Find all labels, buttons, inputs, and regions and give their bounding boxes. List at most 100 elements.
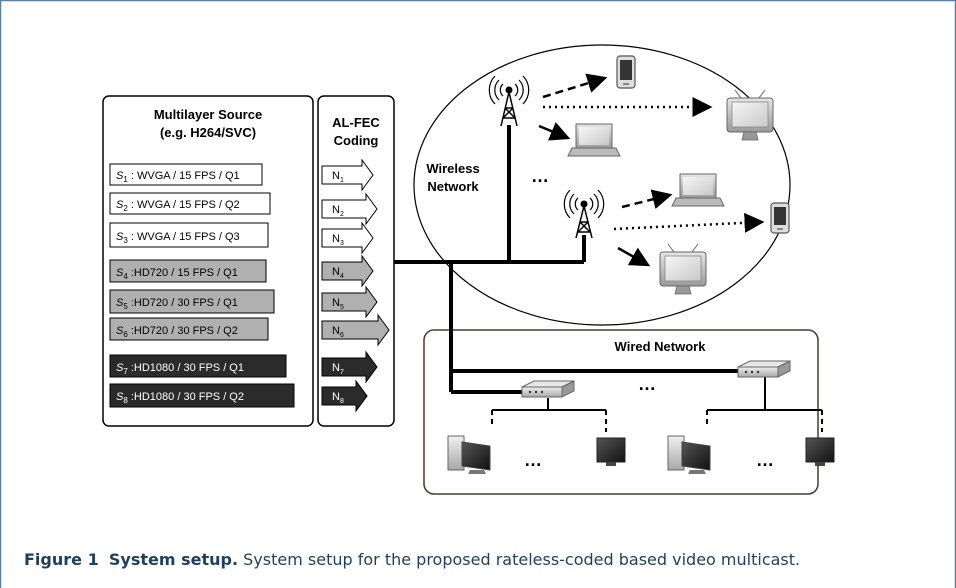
- layer-description: WVGA / 15 FPS / Q3: [137, 231, 240, 243]
- wired-ellipsis-routers: …: [638, 374, 656, 394]
- svg-text:N4: N4: [332, 266, 344, 280]
- layer-subscript: 4: [123, 272, 128, 281]
- layer-separator: :: [128, 231, 137, 243]
- wired-label: Wired Network: [615, 339, 707, 354]
- wired-tree-lines: [492, 377, 822, 411]
- source-layer: S6 :HD720 / 30 FPS / Q2: [109, 317, 269, 341]
- layer-description: HD720 / 15 FPS / Q1: [134, 267, 238, 279]
- arrow-name: N: [332, 266, 340, 278]
- flat-monitor-icon: [805, 437, 835, 466]
- fec-arrow: N2: [321, 192, 378, 226]
- layer-description: HD720 / 30 FPS / Q1: [134, 297, 238, 309]
- caption-text: System setup for the proposed rateless-c…: [243, 550, 801, 569]
- smartphone-icon: [616, 55, 636, 89]
- television-icon: [659, 243, 707, 295]
- caption-label: Figure 1: [24, 550, 99, 569]
- layer-separator: :: [128, 362, 134, 374]
- desktop-pc-icon: [447, 435, 491, 474]
- arrow-name: N: [332, 170, 340, 182]
- source-layer: S8 :HD1080 / 30 FPS / Q2: [109, 383, 295, 408]
- arrow-subscript: 7: [340, 369, 344, 376]
- source-layer: S2 : WVGA / 15 FPS / Q2: [109, 192, 271, 215]
- fec-arrow: N6: [321, 313, 390, 347]
- layer-name: S: [116, 267, 124, 279]
- layer-description: WVGA / 15 FPS / Q2: [137, 199, 240, 211]
- layer-description: HD1080 / 30 FPS / Q2: [134, 391, 244, 403]
- fec-arrow: N1: [321, 158, 374, 192]
- fec-arrows: N1 N2 N3 N4 N5 N6: [321, 158, 390, 413]
- caption-title: System setup.: [108, 550, 239, 569]
- source-layer: S3 : WVGA / 15 FPS / Q3: [109, 222, 269, 248]
- arrow-name: N: [332, 233, 340, 245]
- layer-subscript: 7: [123, 367, 128, 376]
- svg-text:S3 : WVGA / 15 FPS / Q3: S3 : WVGA / 15 FPS / Q3: [116, 231, 240, 245]
- layer-subscript: 5: [123, 302, 128, 311]
- layer-name: S: [116, 199, 124, 211]
- svg-text:N1: N1: [332, 170, 344, 184]
- svg-text:N2: N2: [332, 204, 344, 218]
- arrow-subscript: 1: [340, 177, 344, 184]
- arrow-name: N: [332, 325, 340, 337]
- antenna-icon: [563, 189, 605, 239]
- svg-text:S4 :HD720 / 15 FPS / Q1: S4 :HD720 / 15 FPS / Q1: [116, 267, 238, 281]
- wired-dashed-lines: [491, 410, 823, 432]
- smartphone-icon: [770, 202, 790, 234]
- svg-text:N8: N8: [332, 391, 344, 405]
- svg-text:N5: N5: [332, 297, 344, 311]
- laptop-icon: [671, 173, 725, 207]
- layer-separator: :: [128, 391, 134, 403]
- svg-text:N6: N6: [332, 325, 344, 339]
- arrow-subscript: 5: [340, 304, 344, 311]
- layer-subscript: 3: [123, 236, 128, 245]
- layer-subscript: 8: [123, 396, 128, 405]
- figure-caption: Figure 1 System setup. System setup for …: [24, 550, 800, 569]
- router-icon: [737, 360, 791, 378]
- source-layer: S7 :HD1080 / 30 FPS / Q1: [109, 354, 287, 378]
- source-title-line2: (e.g. H264/SVC): [160, 125, 256, 140]
- layer-description: WVGA / 15 FPS / Q1: [137, 170, 240, 182]
- layer-name: S: [116, 297, 124, 309]
- layer-description: HD720 / 30 FPS / Q2: [134, 325, 238, 337]
- arrow-name: N: [332, 391, 340, 403]
- wireless-label-line1: Wireless: [426, 161, 479, 176]
- desktop-pc-icon: [667, 435, 711, 474]
- fec-arrow: N8: [321, 379, 368, 413]
- layer-subscript: 1: [123, 175, 128, 184]
- source-layer: S4 :HD720 / 15 FPS / Q1: [109, 259, 267, 283]
- arrow-subscript: 4: [340, 273, 344, 280]
- flat-monitor-icon: [596, 437, 626, 466]
- layer-name: S: [116, 231, 124, 243]
- router-icon: [521, 380, 575, 398]
- svg-text:N7: N7: [332, 362, 344, 376]
- antenna-icon: [488, 75, 530, 127]
- television-icon: [726, 89, 774, 141]
- arrow-name: N: [332, 204, 340, 216]
- fec-arrow: N4: [321, 254, 374, 288]
- source-title-line1: Multilayer Source: [154, 107, 262, 122]
- wireless-links: [538, 73, 765, 267]
- layer-subscript: 6: [123, 330, 128, 339]
- svg-text:S6 :HD720 / 30 FPS / Q2: S6 :HD720 / 30 FPS / Q2: [116, 325, 238, 339]
- layer-name: S: [116, 391, 124, 403]
- svg-text:N3: N3: [332, 233, 344, 247]
- source-layer: S1 : WVGA / 15 FPS / Q1: [109, 163, 263, 186]
- arrow-subscript: 2: [340, 211, 344, 218]
- wireless-label-line2: Network: [427, 179, 479, 194]
- source-layer: S5 :HD720 / 30 FPS / Q1: [109, 289, 275, 314]
- fec-arrow: N3: [321, 221, 374, 255]
- layer-separator: :: [128, 170, 137, 182]
- layer-separator: :: [128, 297, 134, 309]
- layer-name: S: [116, 325, 124, 337]
- arrow-name: N: [332, 297, 340, 309]
- fec-title-line2: Coding: [334, 133, 379, 148]
- layer-name: S: [116, 170, 124, 182]
- wired-ellipsis-right: …: [756, 450, 774, 470]
- wireless-ellipsis: …: [531, 166, 549, 186]
- svg-text:S2 : WVGA / 15 FPS / Q2: S2 : WVGA / 15 FPS / Q2: [116, 199, 240, 213]
- layer-separator: :: [128, 325, 134, 337]
- layer-separator: :: [128, 199, 137, 211]
- svg-text:S1 : WVGA / 15 FPS / Q1: S1 : WVGA / 15 FPS / Q1: [116, 170, 240, 184]
- source-layer-boxes: S1 : WVGA / 15 FPS / Q1 S2 : WVGA / 15 F…: [109, 163, 295, 408]
- arrow-name: N: [332, 362, 340, 374]
- arrow-subscript: 6: [340, 332, 344, 339]
